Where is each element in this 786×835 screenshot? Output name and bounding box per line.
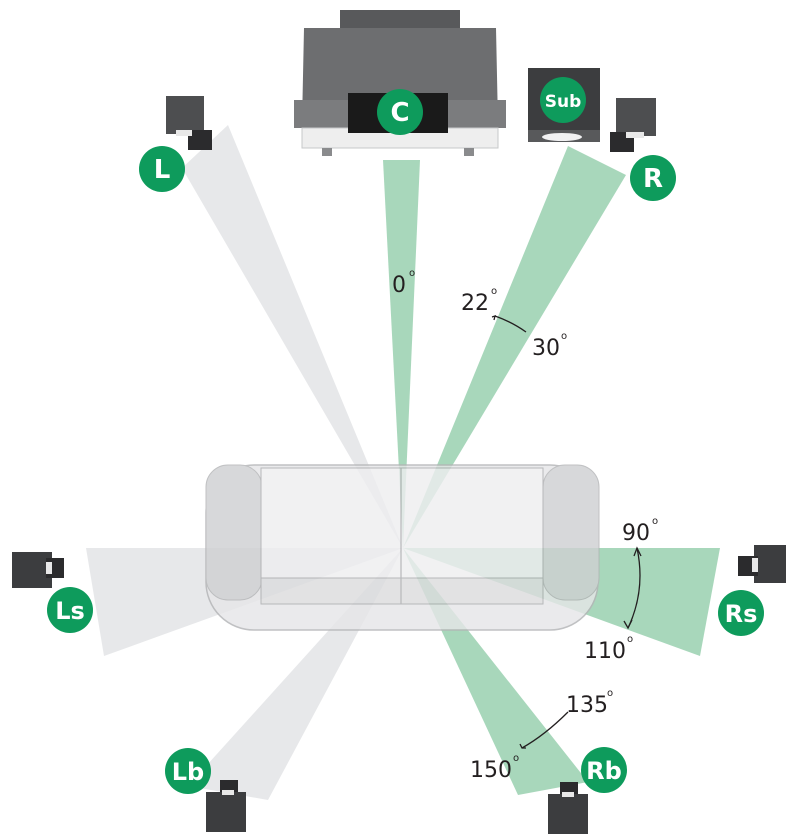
- badge-subwoofer: Sub: [540, 77, 586, 123]
- badge-right: R: [630, 155, 676, 201]
- speaker-badges: C L R Sub Ls Rs Lb Rb: [47, 77, 764, 794]
- badge-left-label: L: [154, 155, 171, 185]
- angle-label-front-min: 22: [461, 291, 489, 316]
- badge-center: C: [377, 89, 423, 135]
- angle-label-back-max: 150: [470, 758, 512, 783]
- angle-label-front-max: 30: [532, 336, 560, 361]
- degree-mark: o: [652, 516, 658, 527]
- badge-right-back: Rb: [581, 747, 627, 793]
- badge-left-surround-label: Ls: [55, 597, 85, 625]
- badge-left-back-label: Lb: [172, 758, 204, 786]
- badge-right-back-label: Rb: [586, 757, 622, 785]
- speaker-icon: [548, 782, 588, 834]
- degree-mark: o: [409, 268, 415, 279]
- angle-label-center: 0: [392, 273, 406, 298]
- degree-mark: o: [627, 634, 633, 645]
- back-angle-arc: [521, 711, 569, 749]
- speaker-icon: [12, 552, 64, 588]
- beam-center: [383, 160, 420, 548]
- angle-label-back-min: 135: [566, 693, 608, 718]
- badge-left-surround: Ls: [47, 587, 93, 633]
- angle-label-surround-min: 90: [622, 521, 650, 546]
- degree-mark: o: [491, 286, 497, 297]
- angle-label-surround-max: 110: [584, 639, 626, 664]
- speaker-icon: [738, 545, 786, 583]
- couch-icon: [205, 464, 600, 631]
- degree-mark: o: [561, 331, 567, 342]
- badge-right-surround-label: Rs: [725, 600, 758, 628]
- speaker-icon: [610, 98, 656, 152]
- beams: [86, 125, 720, 800]
- beam-right: [403, 146, 626, 548]
- badge-right-label: R: [643, 164, 663, 194]
- badge-left-back: Lb: [165, 748, 211, 794]
- speaker-icon: [206, 780, 246, 832]
- degree-mark: o: [513, 753, 519, 764]
- angle-markers: [491, 315, 642, 749]
- angle-labels: 0 o 22 o 30 o 90 o 110 o 135 o 150 o: [392, 268, 658, 783]
- badge-center-label: C: [390, 98, 409, 128]
- badge-right-surround: Rs: [718, 590, 764, 636]
- front-angle-arc: [494, 315, 527, 333]
- degree-mark: o: [607, 688, 613, 699]
- beam-left: [182, 125, 403, 548]
- badge-left: L: [139, 146, 185, 192]
- tv-icon: [294, 10, 506, 156]
- badge-subwoofer-label: Sub: [545, 92, 582, 112]
- speaker-icon: [166, 96, 212, 150]
